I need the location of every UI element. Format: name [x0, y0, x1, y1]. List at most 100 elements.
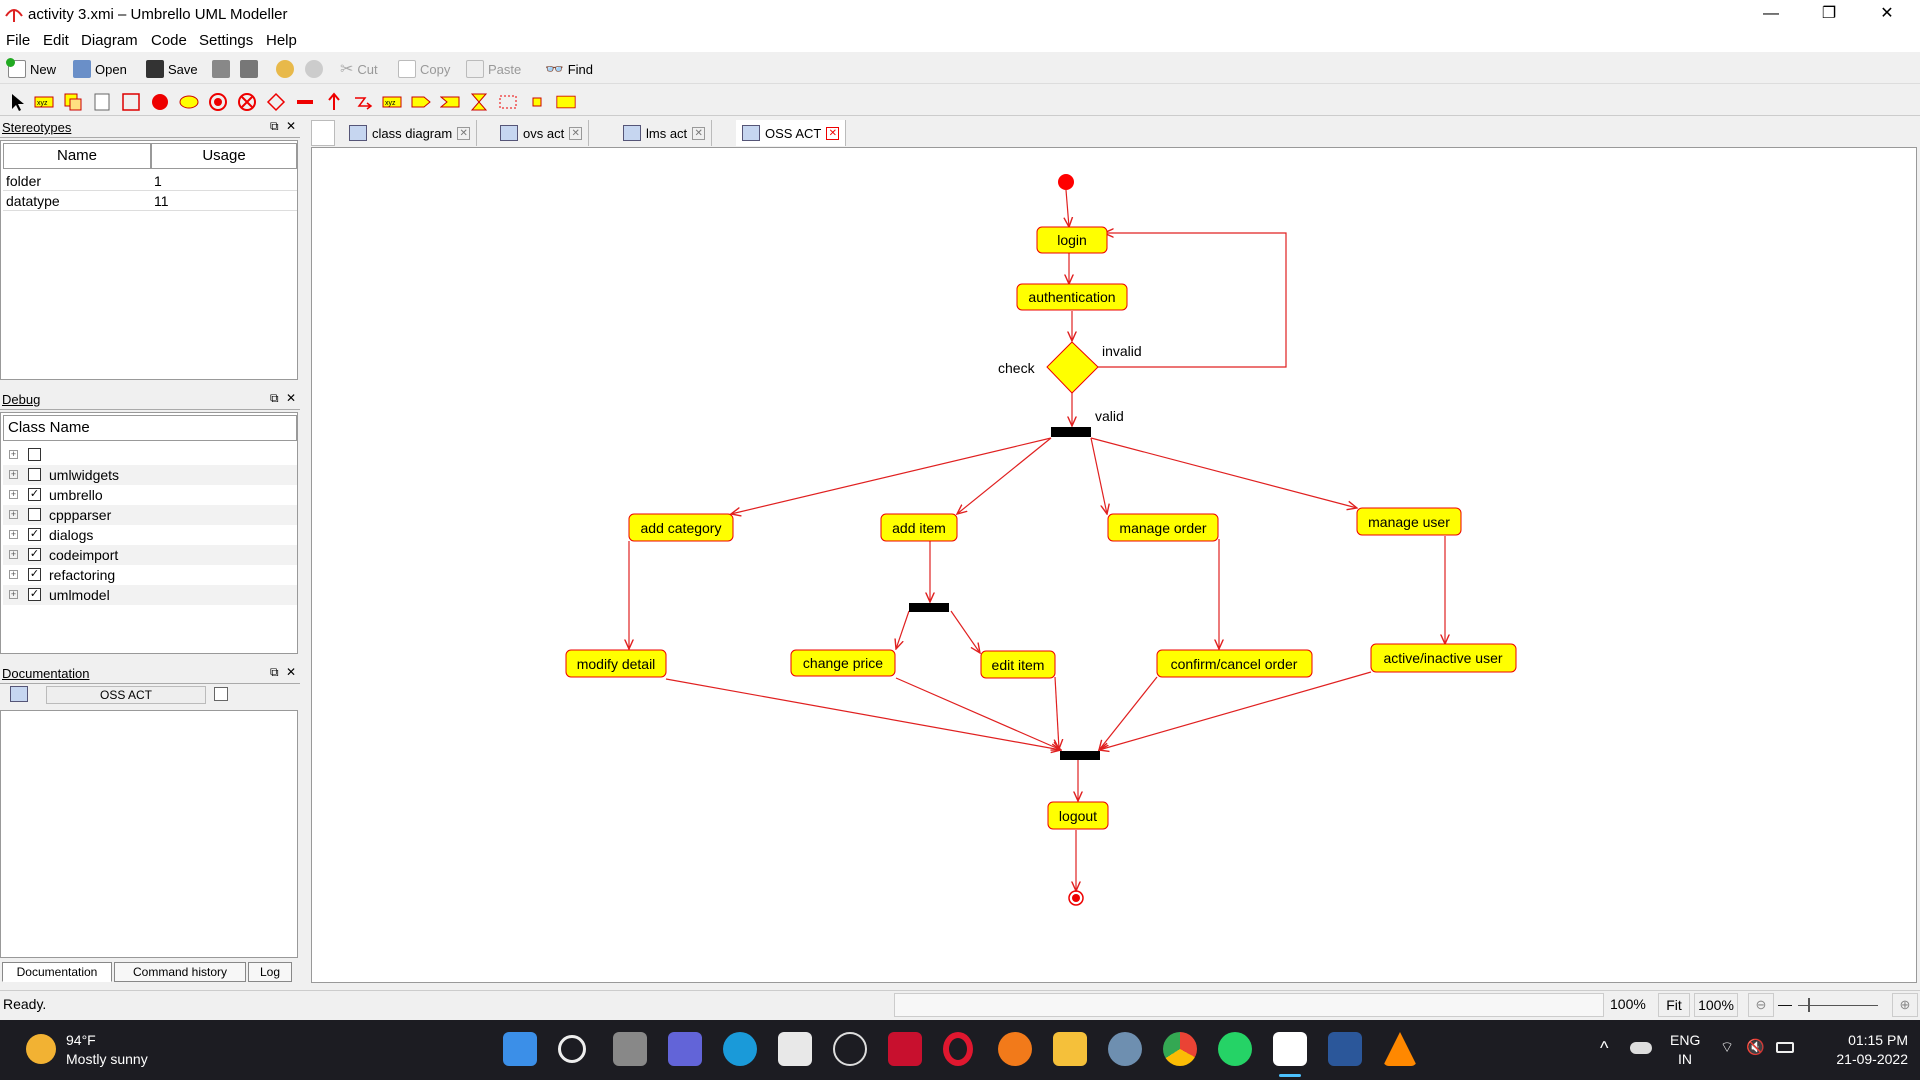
new-tab-icon[interactable]: [311, 120, 335, 146]
close-tab-icon[interactable]: ✕: [692, 126, 706, 140]
zoom-reset-button[interactable]: 100%: [1694, 993, 1738, 1017]
settings-gear-icon[interactable]: [1108, 1032, 1142, 1066]
activity-tool-icon[interactable]: [179, 92, 199, 112]
undo-button[interactable]: [276, 58, 294, 80]
table-row[interactable]: folder 1: [3, 171, 297, 191]
language-in[interactable]: IN: [1678, 1051, 1692, 1067]
select-arrow-icon[interactable]: [8, 92, 28, 112]
file-explorer-icon[interactable]: [1053, 1032, 1087, 1066]
dependency-arrow-icon[interactable]: [324, 92, 344, 112]
debug-tree-item[interactable]: +cppparser: [3, 505, 297, 525]
close-panel-icon[interactable]: ✕: [286, 391, 297, 405]
vlc-icon[interactable]: [1383, 1032, 1417, 1066]
search-icon[interactable]: [558, 1035, 586, 1063]
microsoft-store-icon[interactable]: [778, 1032, 812, 1066]
activity-manage-user[interactable]: [1356, 507, 1462, 536]
activity-add-category[interactable]: [628, 513, 734, 542]
edge-browser-icon[interactable]: [723, 1032, 757, 1066]
onedrive-cloud-icon[interactable]: [1630, 1042, 1652, 1054]
language-eng[interactable]: ENG: [1670, 1032, 1701, 1048]
region-tool-icon[interactable]: [498, 92, 518, 112]
restore-button[interactable]: ❐: [1821, 5, 1837, 22]
float-icon[interactable]: ⧉: [270, 119, 279, 133]
debug-checkbox[interactable]: ✓: [28, 548, 41, 561]
weather-temp[interactable]: 94°F: [66, 1032, 96, 1048]
expand-icon[interactable]: +: [9, 469, 18, 479]
table-row[interactable]: datatype 11: [3, 191, 297, 211]
debug-checkbox[interactable]: ✓: [28, 568, 41, 581]
speaker-muted-icon[interactable]: 🔇: [1746, 1039, 1765, 1056]
debug-checkbox[interactable]: ✓: [28, 488, 41, 501]
tab-oss-act[interactable]: OSS ACT ✕: [736, 120, 847, 146]
end-state-tool-icon[interactable]: [208, 92, 228, 112]
debug-checkbox[interactable]: [28, 508, 41, 521]
debug-tree-item[interactable]: +✓codeimport: [3, 545, 297, 565]
menu-code[interactable]: Code: [151, 32, 187, 49]
branch-tool-icon[interactable]: [266, 92, 286, 112]
activity-edit-item[interactable]: [980, 650, 1056, 679]
windows-start-icon[interactable]: [503, 1032, 537, 1066]
wifi-icon[interactable]: ⌔: [1720, 1039, 1735, 1056]
initial-state-tool-icon[interactable]: [150, 92, 170, 112]
weather-desc[interactable]: Mostly sunny: [66, 1051, 148, 1067]
debug-tree-item[interactable]: +✓umlmodel: [3, 585, 297, 605]
expand-icon[interactable]: +: [9, 549, 18, 559]
debug-checkbox[interactable]: ✓: [28, 528, 41, 541]
teams-chat-icon[interactable]: [668, 1032, 702, 1066]
close-panel-icon[interactable]: ✕: [286, 665, 297, 679]
menu-edit[interactable]: Edit: [43, 32, 69, 49]
note-tool-icon[interactable]: [63, 92, 83, 112]
send-signal-tool-icon[interactable]: [411, 92, 431, 112]
zoom-slider[interactable]: —: [1778, 993, 1878, 1017]
menu-diagram[interactable]: Diagram: [81, 32, 138, 49]
save-button[interactable]: Save: [146, 58, 198, 80]
object-node-tool-icon[interactable]: [556, 92, 576, 112]
mcafee-icon[interactable]: [888, 1032, 922, 1066]
activity-confirm-cancel-order[interactable]: [1156, 649, 1313, 678]
debug-checkbox[interactable]: [28, 448, 41, 461]
accept-signal-tool-icon[interactable]: [440, 92, 460, 112]
menu-settings[interactable]: Settings: [199, 32, 254, 49]
debug-tree-item[interactable]: +✓refactoring: [3, 565, 297, 585]
activity-modify-detail[interactable]: [565, 649, 667, 678]
pin-tool-icon[interactable]: [527, 92, 547, 112]
text-line-tool-icon[interactable]: xyz: [34, 92, 54, 112]
battery-icon[interactable]: [1776, 1042, 1794, 1053]
debug-tree-item[interactable]: +✓umbrello: [3, 485, 297, 505]
activity-add-item[interactable]: [880, 513, 958, 542]
debug-tree-item[interactable]: +: [3, 445, 297, 465]
final-flow-tool-icon[interactable]: [237, 92, 257, 112]
whatsapp-icon[interactable]: [1218, 1032, 1252, 1066]
close-button[interactable]: ✕: [1880, 5, 1894, 22]
float-icon[interactable]: ⧉: [270, 391, 279, 405]
paste-button[interactable]: Paste: [466, 58, 521, 80]
fork-bar-item[interactable]: [909, 603, 949, 612]
weather-sun-icon[interactable]: [26, 1034, 56, 1064]
chrome-icon[interactable]: [1163, 1032, 1197, 1066]
new-button[interactable]: New: [6, 58, 56, 80]
column-usage[interactable]: Usage: [151, 143, 297, 169]
anchor-tool-icon[interactable]: [92, 92, 112, 112]
zoom-in-icon[interactable]: ⊕: [1892, 993, 1918, 1017]
activity-active-inactive-user[interactable]: [1370, 643, 1517, 673]
expand-icon[interactable]: +: [9, 529, 18, 539]
menu-file[interactable]: File: [6, 32, 31, 49]
tab-command-history[interactable]: Command history: [114, 962, 246, 982]
exception-tool-icon[interactable]: [353, 92, 373, 112]
fork-tool-icon[interactable]: [295, 92, 315, 112]
activity-manage-order[interactable]: [1107, 513, 1219, 542]
umbrello-taskbar-icon[interactable]: [1273, 1032, 1307, 1066]
task-view-icon[interactable]: [613, 1032, 647, 1066]
dell-icon[interactable]: [833, 1032, 867, 1066]
find-button[interactable]: 👓 Find: [545, 58, 593, 80]
fork-bar-main[interactable]: [1051, 427, 1091, 437]
clock-time[interactable]: 01:15 PM: [1848, 1032, 1908, 1048]
tab-documentation[interactable]: Documentation: [2, 962, 112, 982]
documentation-checkbox[interactable]: [214, 687, 228, 701]
opera-icon[interactable]: [943, 1032, 973, 1066]
initial-node[interactable]: [1058, 174, 1074, 190]
activity-authentication[interactable]: [1016, 283, 1128, 311]
print-button[interactable]: [212, 58, 230, 80]
close-tab-icon[interactable]: ✕: [569, 126, 583, 140]
copy-button[interactable]: Copy: [398, 58, 450, 80]
